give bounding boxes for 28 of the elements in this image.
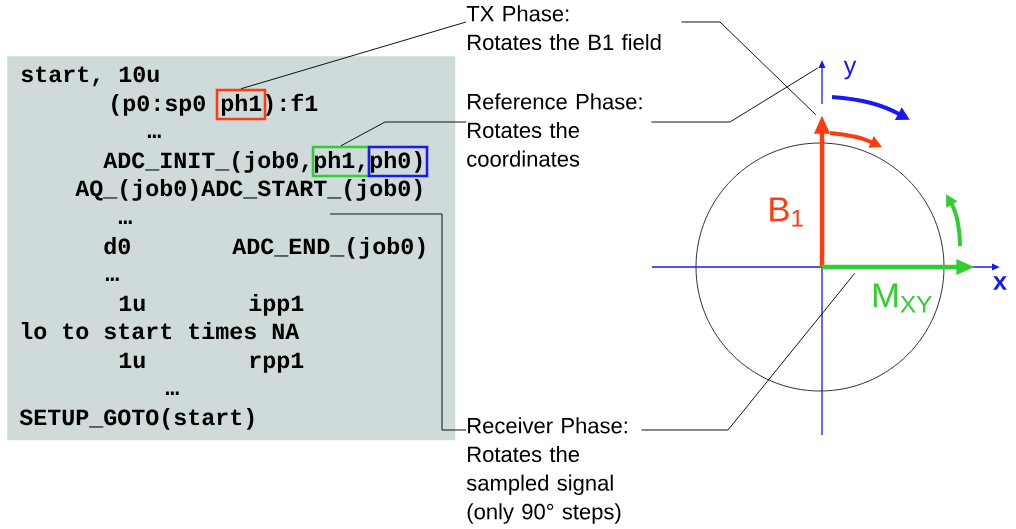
code-line: start, 10u: [21, 66, 159, 87]
code-line: ipp1: [249, 294, 304, 316]
code-line: rpp1: [250, 352, 304, 373]
code-line: 1u: [119, 352, 145, 369]
axis-label: x: [993, 276, 1007, 290]
code-line: d0: [104, 237, 130, 255]
vector-label: B$_{1}$: [770, 197, 803, 227]
code-line: 1u: [119, 295, 145, 312]
leader-line: [340, 121, 467, 147]
code-line: SETUP_GOTO(start): [19, 408, 254, 430]
vector-label: y: [843, 60, 857, 80]
code-line: …: [118, 220, 132, 224]
leader-line: [329, 213, 467, 431]
leader-line: [240, 21, 467, 90]
annotation-text: Reference Phase: Rotates the coordinates: [467, 93, 642, 167]
annotation-text: TX Phase: Rotates the B1 field: [466, 5, 661, 51]
leader-line: [651, 67, 819, 123]
vector-label: M$_{XY}$: [873, 283, 932, 313]
code-panel: [7, 56, 456, 441]
code-line: …: [165, 391, 179, 395]
annotation-text: Receiver Phase: Rotates the sampled signal (only 90° steps): [466, 417, 627, 524]
code-line: lo to start times NA: [21, 322, 300, 340]
code-line: ADC_END_(job0): [232, 237, 425, 259]
code-line: …: [147, 134, 161, 138]
code-line: AQ_(job0)ADC_START_(job0): [75, 179, 422, 201]
leader-line: [641, 272, 856, 431]
leader-line: [681, 21, 817, 116]
code-line: …: [105, 277, 119, 281]
